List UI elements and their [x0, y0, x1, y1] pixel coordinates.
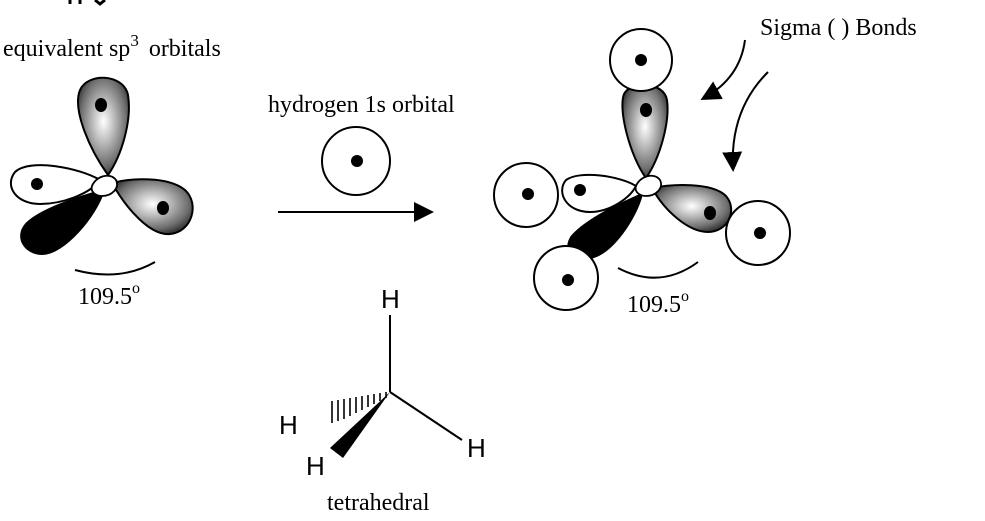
- hashed-bond: [331, 392, 387, 423]
- electron-dot: [351, 155, 363, 167]
- electron-dot: [640, 103, 652, 117]
- sp3-lobe-right: [110, 178, 194, 236]
- hydrogen-atom-top: H: [381, 284, 400, 314]
- sp3-lobe-back: [20, 188, 106, 256]
- electron-dot: [522, 188, 534, 200]
- sp3-lobe-top: [621, 83, 669, 180]
- sigma-arrow-left: [700, 39, 746, 100]
- sp3-lobe-right: [650, 184, 733, 234]
- hydrogen-1s-orbital: [321, 126, 391, 196]
- electron-dot: [574, 184, 586, 196]
- sp3-lobe-left: [9, 164, 102, 206]
- geometry-label: tetrahedral: [327, 490, 430, 516]
- hydrogen-atom-right: H: [467, 433, 486, 463]
- methane-sigma-bonding: [493, 28, 791, 311]
- electron-dot: [754, 227, 766, 239]
- bond-angle-label: 109.5o: [78, 280, 140, 310]
- sigma-bonds-label: Sigma ( ) Bonds: [760, 15, 917, 41]
- bond-right: [389, 391, 463, 441]
- electron-dot: [635, 54, 647, 66]
- electron-dot: [95, 98, 107, 112]
- cropped-heading-fragment: [68, 0, 106, 6]
- electron-dot: [157, 201, 169, 215]
- bond-angle-arc: [617, 261, 699, 279]
- nucleus: [634, 174, 662, 197]
- sp3-orbital-set: [9, 76, 194, 276]
- bond-angle-label: 109.5o: [627, 288, 689, 318]
- hydrogen-atom-wedge: H: [306, 451, 325, 481]
- electron-dot: [562, 274, 574, 286]
- electron-dot: [704, 206, 716, 220]
- sigma-arrow-right: [722, 71, 769, 172]
- tetrahedral-structure: H H H H: [279, 284, 486, 481]
- nucleus: [90, 174, 118, 197]
- electron-dot: [31, 178, 43, 190]
- sp3-lobe-top: [77, 76, 130, 177]
- hydrogen-atom-dashed: H: [279, 410, 298, 440]
- wedge-bond: [330, 392, 390, 458]
- hydrogen-orbital-label: hydrogen 1s orbital: [268, 92, 455, 118]
- bond-angle-arc: [74, 261, 156, 276]
